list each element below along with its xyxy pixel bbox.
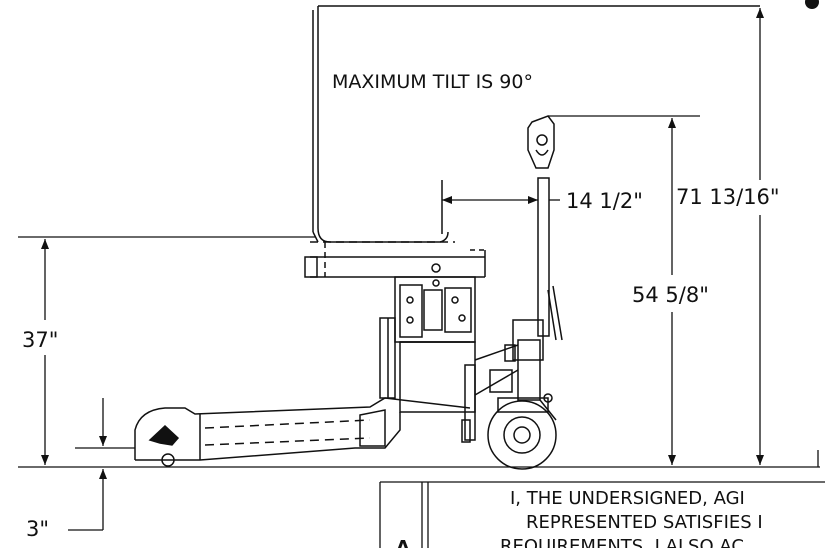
title-block-line-3: REQUIREMENTS. I ALSO AC (500, 536, 744, 548)
revision-symbol-icon (805, 0, 819, 9)
dimension-fork-height (68, 398, 107, 531)
title-block-line-1: I, THE UNDERSIGNED, AGI (510, 488, 745, 509)
title-block-letter: A (396, 537, 410, 548)
title-block (379, 450, 825, 548)
dimension-lift-height-label: 37" (22, 328, 58, 352)
dimension-fork-height-label: 3" (26, 517, 49, 541)
motor-assembly (379, 276, 476, 443)
drive-wheel (487, 393, 557, 470)
dimension-overall-height-label: 71 13/16" (676, 185, 780, 209)
steering-handle (474, 115, 563, 401)
dimension-reach-label: 14 1/2" (566, 189, 643, 213)
tilt-note: MAXIMUM TILT IS 90° (332, 71, 533, 93)
dimension-handle-height-label: 54 5/8" (632, 283, 709, 307)
fork (134, 397, 471, 467)
reference-lines (18, 115, 820, 468)
container-bin (304, 5, 760, 287)
title-block-line-2: REPRESENTED SATISFIES I (526, 512, 763, 533)
